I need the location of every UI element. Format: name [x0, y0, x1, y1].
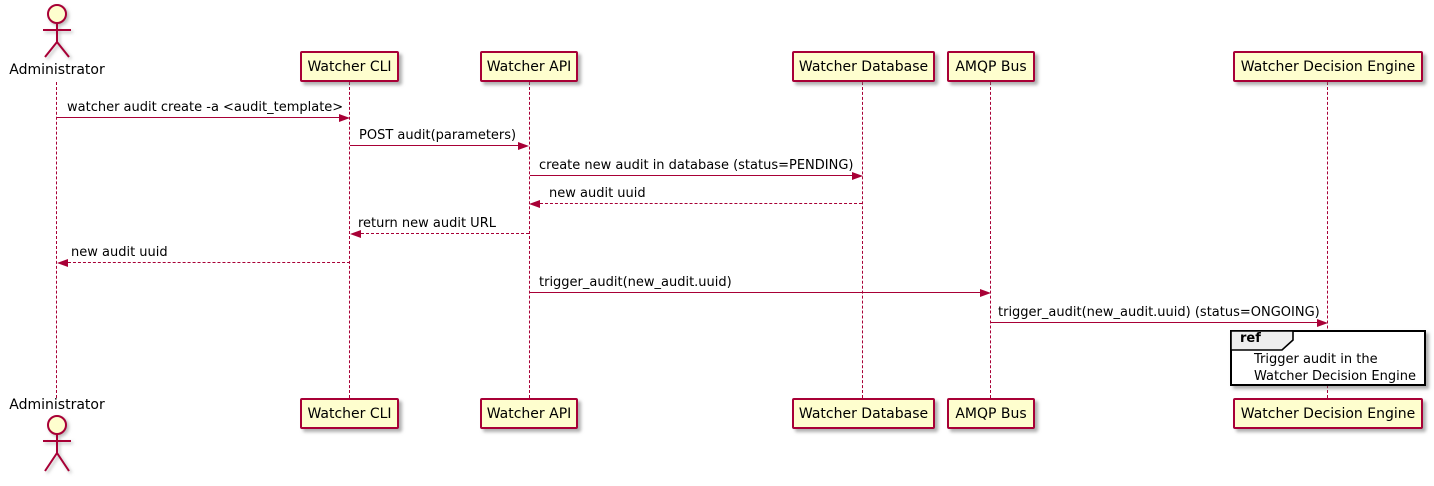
- ref-keyword: ref: [1240, 331, 1261, 346]
- participant-watcher-decision-engine-top: Watcher Decision Engine: [1233, 51, 1423, 82]
- participant-label: AMQP Bus: [955, 405, 1027, 422]
- actor-administrator-top: Administrator: [0, 0, 114, 78]
- message-label: create new audit in database (status=PEN…: [539, 158, 854, 173]
- lifeline-administrator: [56, 82, 57, 398]
- ref-tab: ref: [1230, 330, 1296, 352]
- message-label: return new audit URL: [358, 216, 496, 231]
- lifeline-watcher-cli: [349, 82, 350, 398]
- actor-icon: [43, 415, 71, 472]
- message-line: [530, 175, 852, 176]
- participant-watcher-decision-engine-bottom: Watcher Decision Engine: [1233, 398, 1423, 429]
- arrowhead-right-icon: [518, 142, 529, 150]
- actor-administrator-bottom: Administrator: [0, 396, 114, 479]
- lifeline-watcher-decision-engine: [1327, 82, 1328, 398]
- message-line: [57, 117, 339, 118]
- message-line: [350, 145, 518, 146]
- lifeline-watcher-api: [529, 82, 530, 398]
- actor-label: Administrator: [9, 62, 105, 78]
- actor-icon: [43, 4, 71, 58]
- arrowhead-right-icon: [1317, 319, 1328, 327]
- participant-watcher-cli-top: Watcher CLI: [300, 51, 399, 82]
- arrowhead-right-icon: [852, 172, 863, 180]
- message-line: [530, 292, 980, 293]
- participant-label: Watcher CLI: [307, 405, 392, 422]
- ref-frame: ref Trigger audit in the Watcher Decisio…: [1230, 330, 1426, 386]
- participant-watcher-database-top: Watcher Database: [792, 51, 935, 82]
- participant-watcher-cli-bottom: Watcher CLI: [300, 398, 399, 429]
- participant-label: Watcher API: [486, 405, 572, 422]
- message-label: trigger_audit(new_audit.uuid) (status=ON…: [998, 305, 1320, 320]
- participant-label: Watcher Database: [798, 405, 929, 422]
- message-label: new audit uuid: [549, 186, 646, 201]
- message-label: POST audit(parameters): [359, 128, 517, 143]
- participant-label: Watcher CLI: [307, 58, 392, 75]
- arrowhead-left-icon: [350, 230, 361, 238]
- participant-label: Watcher Database: [798, 58, 929, 75]
- participant-watcher-database-bottom: Watcher Database: [792, 398, 935, 429]
- actor-label: Administrator: [9, 397, 105, 413]
- ref-tab-shape-icon: [1230, 330, 1294, 351]
- lifeline-watcher-database: [862, 82, 863, 398]
- message-label: trigger_audit(new_audit.uuid): [539, 275, 732, 290]
- ref-text-line: Trigger audit in the: [1254, 352, 1378, 367]
- arrowhead-right-icon: [980, 289, 991, 297]
- ref-text-line: Watcher Decision Engine: [1254, 369, 1416, 384]
- arrowhead-left-icon: [529, 200, 540, 208]
- participant-label: Watcher API: [486, 58, 572, 75]
- participant-label: Watcher Decision Engine: [1240, 405, 1416, 422]
- participant-label: AMQP Bus: [955, 58, 1027, 75]
- lifeline-amqp-bus: [990, 82, 991, 398]
- message-label: watcher audit create -a <audit_template>: [67, 100, 344, 115]
- arrowhead-right-icon: [339, 114, 350, 122]
- arrowhead-left-icon: [57, 259, 68, 267]
- message-line: [68, 262, 350, 263]
- ref-text: Trigger audit in the Watcher Decision En…: [1254, 351, 1416, 385]
- participant-watcher-api-top: Watcher API: [480, 51, 578, 82]
- participant-label: Watcher Decision Engine: [1240, 58, 1416, 75]
- message-line: [991, 322, 1317, 323]
- participant-amqp-bus-top: AMQP Bus: [947, 51, 1035, 82]
- message-line: [540, 203, 862, 204]
- participant-watcher-api-bottom: Watcher API: [480, 398, 578, 429]
- message-line: [361, 233, 529, 234]
- participant-amqp-bus-bottom: AMQP Bus: [947, 398, 1035, 429]
- message-label: new audit uuid: [71, 245, 168, 260]
